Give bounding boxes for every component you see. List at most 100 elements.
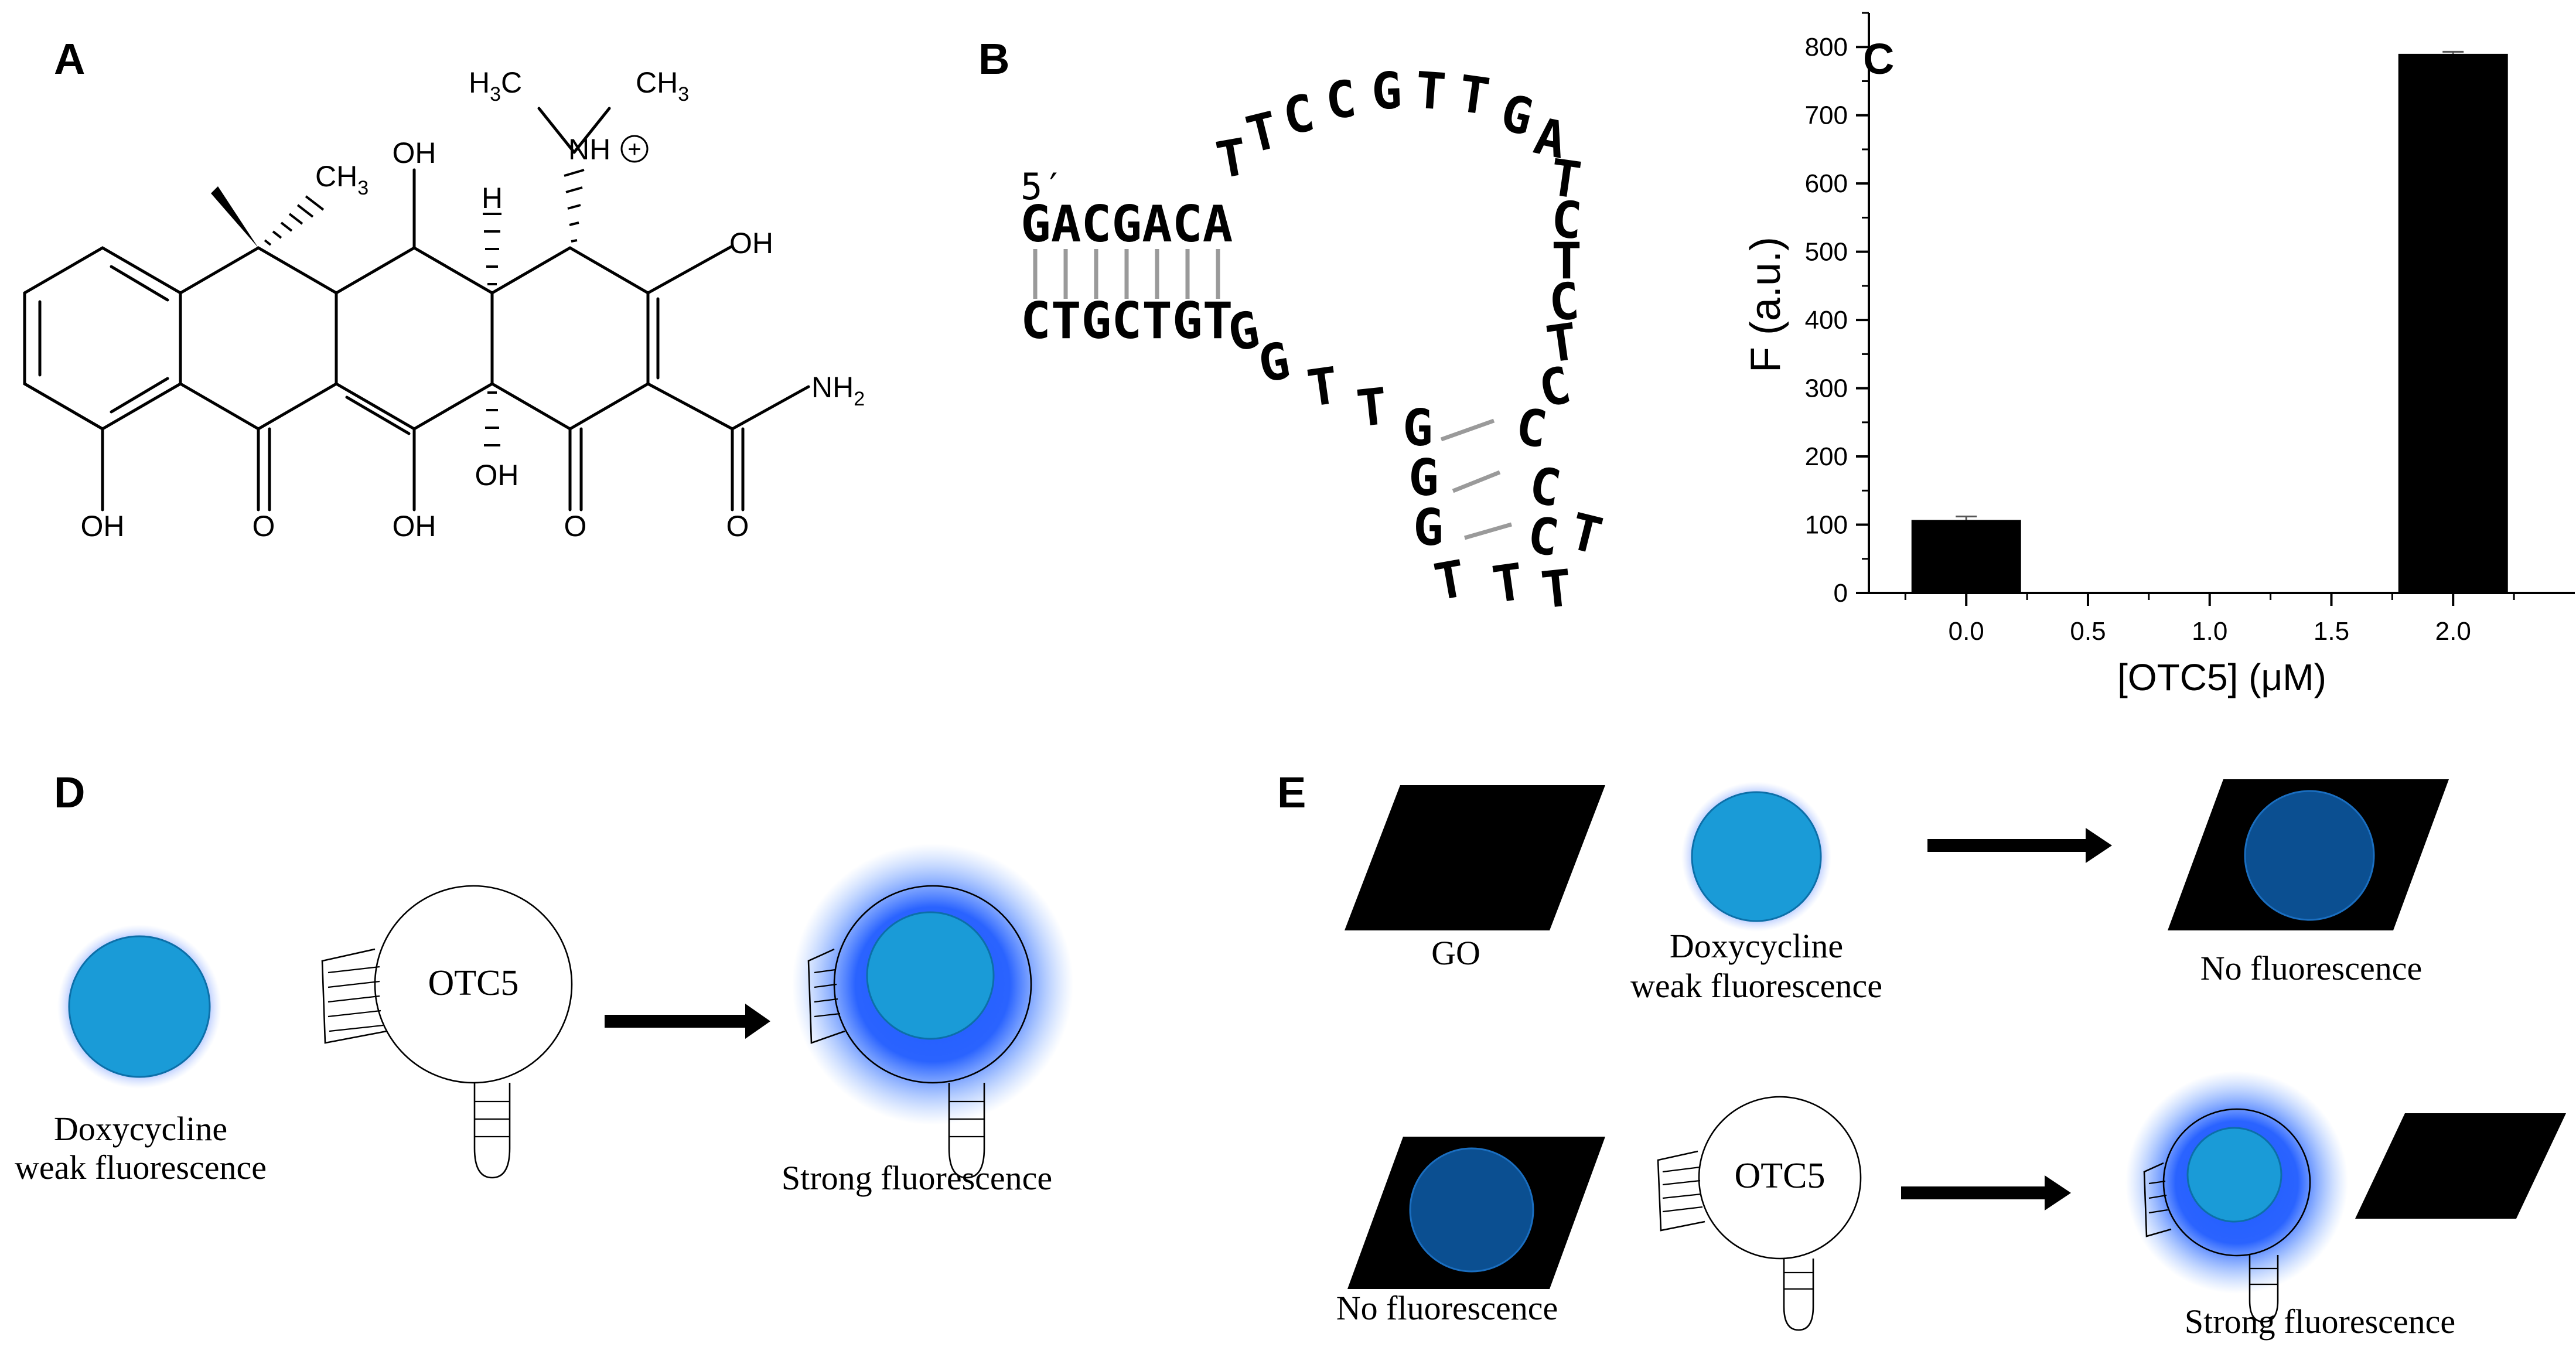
chem-h3c-c: C: [501, 66, 522, 99]
svg-text:NH2: NH2: [811, 371, 865, 410]
panel-label-d: D: [54, 768, 85, 817]
stem-bottom-strand: CTGCTGT: [1021, 292, 1233, 350]
chem-oh-top: OH: [393, 137, 436, 169]
charge-circle: [620, 135, 649, 163]
chem-o-3: O: [726, 510, 749, 543]
loop-nucleotide: T: [1212, 128, 1252, 190]
loop-nucleotide: C: [1512, 397, 1550, 459]
chem-o-2: O: [564, 510, 587, 543]
e-go-sheet-1: [1345, 785, 1605, 930]
e-no-fluor-top: No fluorescence: [2200, 949, 2422, 987]
loop-nucleotide: T: [1551, 232, 1582, 291]
chem-nh2-sub: 2: [854, 388, 865, 410]
e-arrow-1: [1927, 828, 2112, 863]
y-tick-label: 800: [1805, 33, 1848, 62]
e-aptamer-label: OTC5: [1735, 1156, 1826, 1196]
loop-nucleotide: T: [1354, 377, 1390, 439]
e-complex: [2125, 1071, 2348, 1323]
e-doxy-label-2: weak fluorescence: [1630, 967, 1882, 1005]
stem-base-pairs: [1033, 249, 1220, 299]
d-complex: [792, 844, 1073, 1179]
chem-ch3-right: CH: [636, 66, 678, 99]
x-tick-label: 1.5: [2314, 617, 2349, 646]
loop-nucleotide: T: [1414, 61, 1448, 121]
x-tick-label: 0.5: [2070, 617, 2106, 646]
loop-nucleotide: T: [1241, 101, 1284, 165]
loop-nucleotide: T: [1489, 553, 1527, 615]
e-go-sheet-4: [2355, 1113, 2566, 1219]
chem-nh2: NH: [811, 371, 854, 404]
chem-oh-bottom-mid: OH: [393, 510, 436, 543]
chem-h3c-h: H: [469, 66, 490, 99]
panel-label-b: B: [978, 35, 1009, 83]
svg-text:H3C: H3C: [469, 66, 522, 105]
doxycycline-molecule: [68, 935, 211, 1078]
e-doxy-label-1: Doxycycline: [1670, 927, 1843, 965]
chem-oh-mid: OH: [475, 459, 519, 492]
e-strong-label: Strong fluorescence: [2185, 1302, 2455, 1341]
y-tick-label: 400: [1805, 306, 1848, 335]
chem-plus: +: [627, 137, 641, 162]
d-aptamer-label: OTC5: [428, 963, 519, 1003]
loop-nucleotide: G: [1370, 62, 1403, 121]
e-arrow-2: [1901, 1175, 2071, 1210]
chem-ch3-right-sub: 3: [678, 83, 689, 105]
y-tick-label: 600: [1805, 169, 1848, 198]
loop-nucleotide: G: [1403, 399, 1433, 458]
loop-nucleotide: C: [1524, 506, 1562, 568]
x-tick-label: 1.0: [2192, 617, 2227, 646]
loop-nucleotide: T: [1430, 550, 1470, 612]
loop-nucleotide: T: [1538, 559, 1575, 620]
loop-nucleotide: G: [1224, 301, 1264, 363]
loop-nucleotide: G: [1408, 449, 1439, 507]
y-tick-label: 200: [1805, 442, 1848, 471]
loop-nucleotide: T: [1304, 356, 1342, 418]
y-tick-label: 700: [1805, 101, 1848, 130]
d-arrow: [605, 1004, 770, 1039]
d-doxy-label-1: Doxycycline: [54, 1110, 227, 1148]
loop-nucleotide: G: [1495, 83, 1538, 148]
five-prime-label: 5′: [1021, 165, 1064, 208]
d-doxy-label-2: weak fluorescence: [15, 1148, 267, 1186]
y-tick-label: 300: [1805, 374, 1848, 403]
d-result-label: Strong fluorescence: [782, 1159, 1052, 1197]
loop-nucleotide: C: [1550, 190, 1584, 250]
panel-label-a: A: [54, 35, 85, 83]
chart-bars: [1911, 50, 2508, 594]
chem-h-mid: H: [482, 182, 503, 214]
loop-base-pairs: [1440, 418, 1512, 540]
bar: [2398, 53, 2508, 594]
loop-nucleotide: T: [1564, 502, 1608, 567]
loop-nucleotide: T: [1455, 64, 1493, 127]
e-quenched-doxy-1: [2244, 790, 2375, 921]
y-axis-label: F (a.u.): [1742, 237, 1789, 373]
bar: [1911, 520, 2021, 593]
x-axis-label: [OTC5] (μM): [2117, 656, 2326, 698]
d-aptamer-icon: OTC5: [321, 885, 573, 1179]
x-tick-label: 0.0: [1949, 617, 1984, 646]
svg-text:CH3: CH3: [636, 66, 689, 105]
panel-label-e: E: [1277, 768, 1306, 817]
chem-ch3-mid: CH: [315, 160, 357, 193]
loop-nucleotide: C: [1279, 84, 1319, 146]
e-go-label: GO: [1431, 934, 1480, 972]
loop-nucleotide: C: [1547, 272, 1582, 332]
chem-oh-bottom-left: OH: [81, 510, 125, 543]
x-tick-label: 2.0: [2435, 617, 2471, 646]
stem-top-strand: GACGACA: [1021, 195, 1233, 254]
e-no-fluor-bottom: No fluorescence: [1336, 1289, 1558, 1327]
panel-d-scheme: Doxycycline weak fluorescence OTC5: [15, 844, 1073, 1197]
panel-e-scheme: GO Doxycycline weak fluorescence No fluo…: [1336, 779, 2566, 1341]
e-aptamer-icon: OTC5: [1657, 1096, 1862, 1331]
loop-nucleotide: G: [1413, 499, 1444, 557]
chem-nh: NH: [568, 133, 610, 166]
chem-ch3-mid-sub: 3: [357, 177, 369, 199]
tetracycline-structure: H3C CH3 NH + CH3 OH H OH NH2 OH OH O OH …: [23, 66, 865, 543]
svg-text:CH3: CH3: [315, 160, 369, 199]
chem-h3c-sub: 3: [490, 83, 501, 105]
